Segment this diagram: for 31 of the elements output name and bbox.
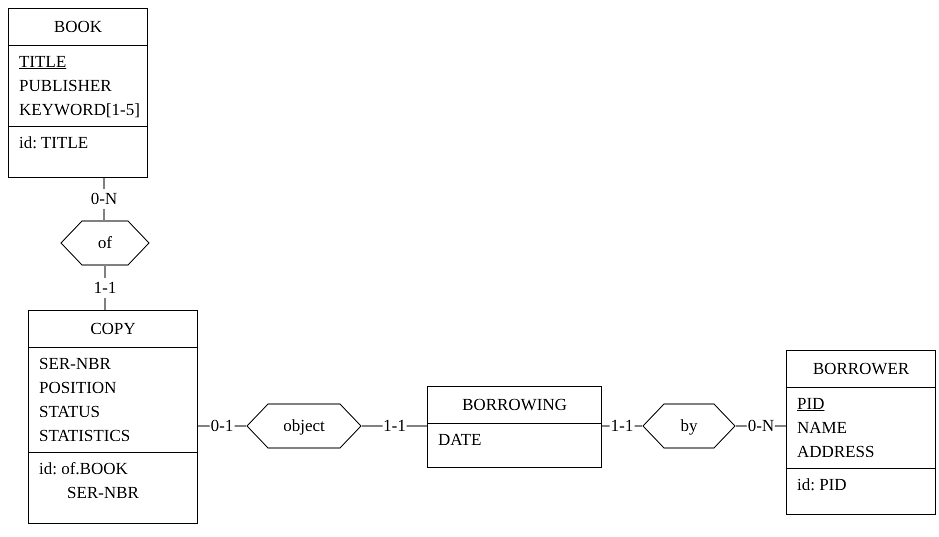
relationship-name: by <box>680 415 698 437</box>
relationship-name: of <box>98 232 112 254</box>
identifier-text: id: of.BOOK <box>39 458 128 480</box>
cardinality-label: 0-N <box>90 189 118 209</box>
attribute-text: ADDRESS <box>797 441 874 463</box>
relationship-hexagon <box>246 403 362 449</box>
cardinality-label: 1-1 <box>92 278 118 298</box>
attribute-text: STATISTICS <box>39 425 130 447</box>
attribute-text: DATE <box>438 429 482 451</box>
attribute-text: TITLE <box>19 51 66 73</box>
entity-name: COPY <box>90 318 136 340</box>
identifier-text: SER-NBR <box>67 482 139 504</box>
entity-box <box>427 386 602 468</box>
entity-name: BOOK <box>54 16 102 38</box>
attribute-text: NAME <box>797 417 848 439</box>
attribute-text: POSITION <box>39 377 116 399</box>
relationship-hexagon <box>642 403 736 449</box>
entity-box <box>8 8 148 178</box>
entity-name: BORROWING <box>462 394 567 416</box>
relationship-name: object <box>283 415 325 437</box>
relationship-hexagon <box>60 220 150 266</box>
identifier-text: id: TITLE <box>19 132 88 154</box>
attribute-text: STATUS <box>39 401 100 423</box>
attribute-text: KEYWORD[1-5] <box>19 99 140 121</box>
entity-box <box>786 350 936 515</box>
identifier-text: id: PID <box>797 474 847 496</box>
entity-box <box>28 310 198 524</box>
entity-name: BORROWER <box>812 358 910 380</box>
attribute-text: PUBLISHER <box>19 75 112 97</box>
attribute-text: SER-NBR <box>39 353 111 375</box>
attribute-text: PID <box>797 393 824 415</box>
